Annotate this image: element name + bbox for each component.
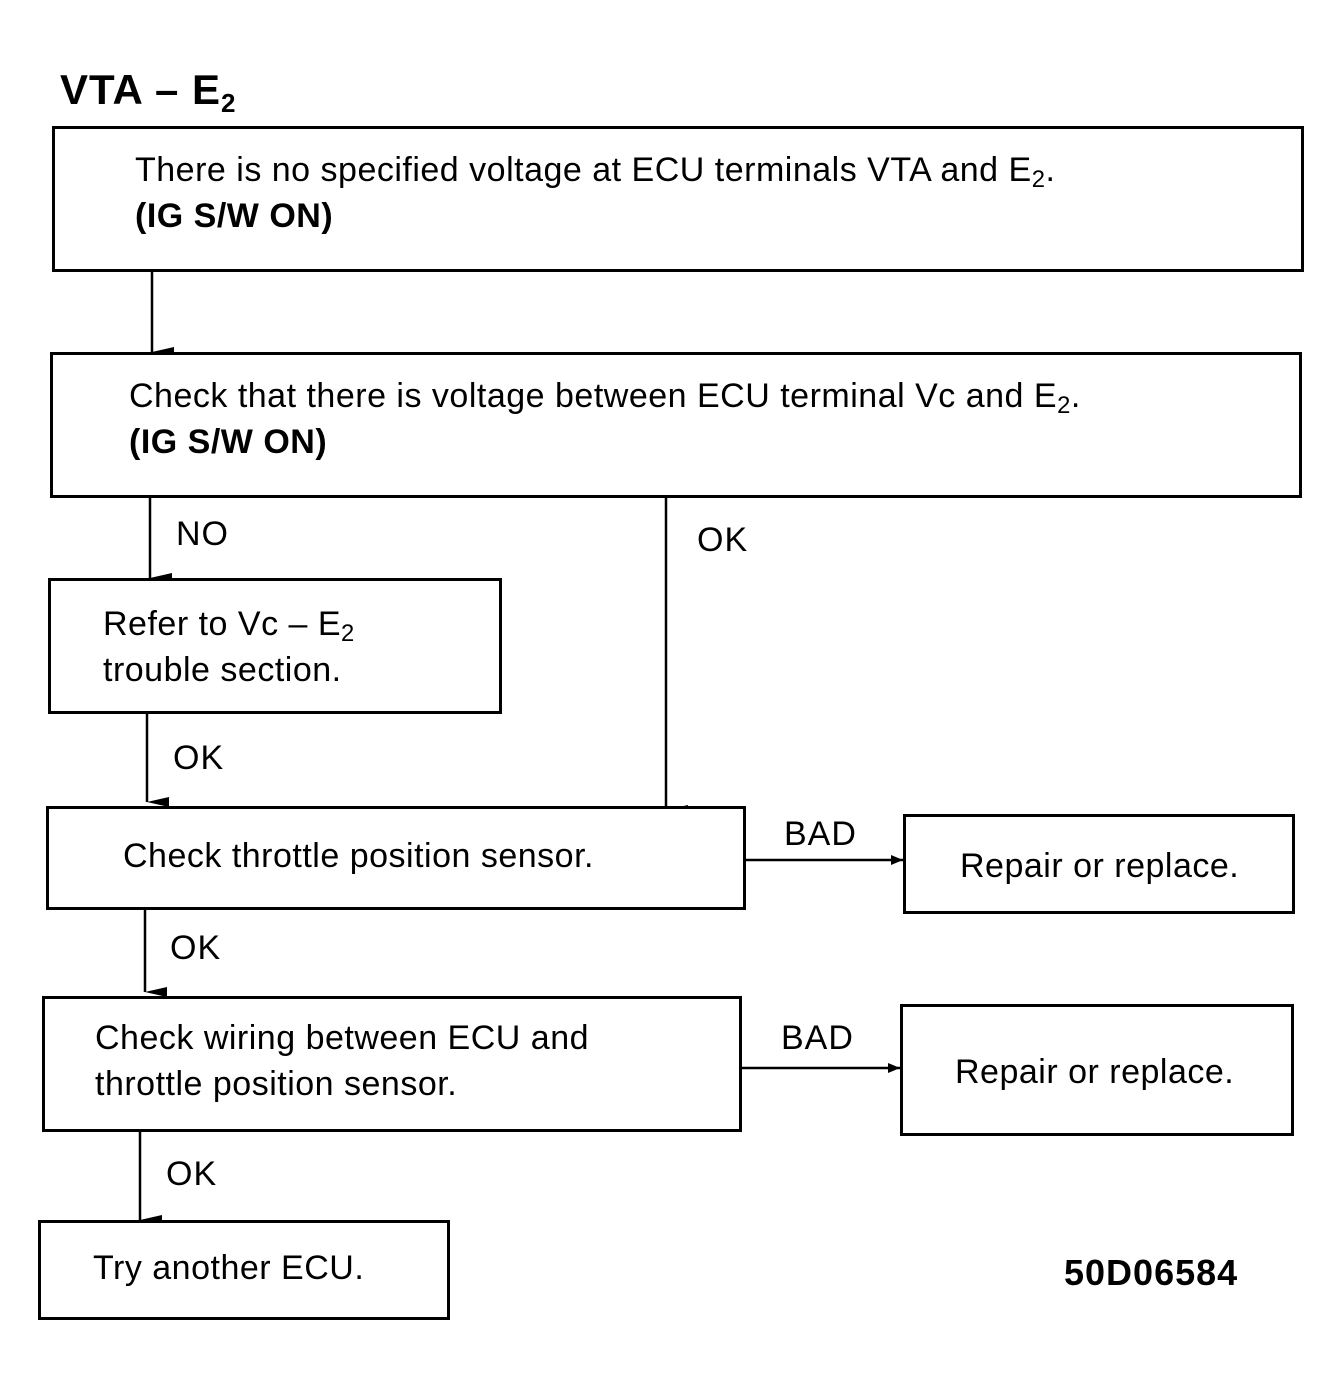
box-no-specified-voltage-text: There is no specified voltage at ECU ter… bbox=[135, 151, 1056, 193]
label-no: NO bbox=[176, 515, 229, 553]
box-repair-replace-1: Repair or replace. bbox=[903, 814, 1295, 914]
label-ok-after-throttle: OK bbox=[170, 929, 222, 967]
box-no-specified-voltage: There is no specified voltage at ECU ter… bbox=[52, 126, 1304, 272]
box-repair-replace-2-text: Repair or replace. bbox=[955, 1053, 1235, 1091]
box-refer-vc-e2-text: Refer to Vc – E2 bbox=[103, 605, 355, 647]
box-check-vc-voltage-condition: (IG S/W ON) bbox=[129, 423, 328, 461]
label-ok-after-wiring: OK bbox=[166, 1155, 218, 1193]
box-check-vc-voltage: Check that there is voltage between ECU … bbox=[50, 352, 1302, 498]
box-check-throttle-sensor: Check throttle position sensor. bbox=[46, 806, 746, 910]
diagram-title: VTA – E2 bbox=[60, 66, 237, 118]
box-no-specified-voltage-condition: (IG S/W ON) bbox=[135, 197, 334, 235]
label-ok-after-refer: OK bbox=[173, 739, 225, 777]
box-try-another-ecu: Try another ECU. bbox=[38, 1220, 450, 1320]
box-check-vc-voltage-text: Check that there is voltage between ECU … bbox=[129, 377, 1081, 419]
label-bad-wiring: BAD bbox=[781, 1019, 854, 1057]
box-check-wiring-line2: throttle position sensor. bbox=[95, 1065, 458, 1103]
box-check-wiring: Check wiring between ECU and throttle po… bbox=[42, 996, 742, 1132]
box-check-wiring-line1: Check wiring between ECU and bbox=[95, 1019, 590, 1057]
box-check-throttle-sensor-text: Check throttle position sensor. bbox=[123, 837, 594, 875]
box-refer-vc-e2: Refer to Vc – E2 trouble section. bbox=[48, 578, 502, 714]
box-refer-vc-e2-line2: trouble section. bbox=[103, 651, 342, 689]
label-bad-throttle: BAD bbox=[784, 815, 857, 853]
box-repair-replace-1-text: Repair or replace. bbox=[960, 847, 1240, 885]
box-repair-replace-2: Repair or replace. bbox=[900, 1004, 1294, 1136]
box-try-another-ecu-text: Try another ECU. bbox=[93, 1249, 365, 1287]
label-ok-right: OK bbox=[697, 521, 749, 559]
figure-code: 50D06584 bbox=[1064, 1252, 1239, 1293]
